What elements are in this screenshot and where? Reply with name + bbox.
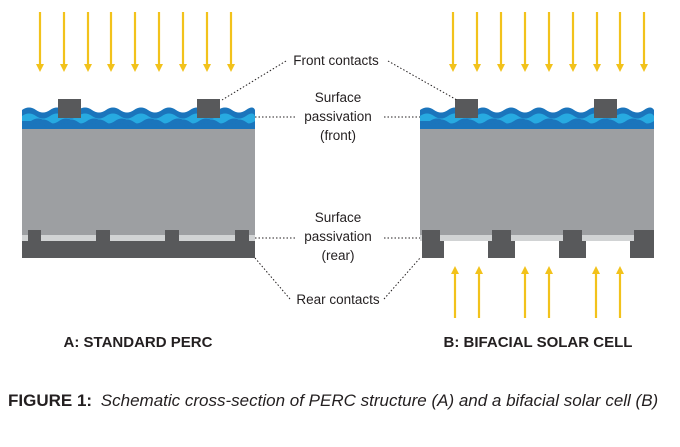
label-surface-passivation-rear-line2: passivation: [304, 229, 372, 244]
label-rear-contacts: Rear contacts: [296, 292, 380, 307]
label-surface-passivation-front-line3: (front): [320, 128, 356, 143]
leader-rear-contacts-b: [383, 257, 421, 300]
sun-arrows-rear-b: [451, 266, 624, 318]
leader-front-contacts-b: [387, 60, 458, 101]
front-contact-b2: [594, 99, 617, 118]
label-surface-passivation-front-line2: passivation: [304, 109, 372, 124]
leader-lines: [221, 60, 458, 300]
rear-passivation-a: [22, 235, 255, 241]
front-contact-a2: [197, 99, 220, 118]
front-contact-a1: [58, 99, 81, 118]
sun-arrows-front-a: [36, 12, 235, 72]
panel-a-title: A: STANDARD PERC: [64, 334, 213, 351]
front-passivation-wave-b: [420, 119, 654, 129]
panel-b-bifacial-cell: [420, 12, 654, 318]
panel-b-title: B: BIFACIAL SOLAR CELL: [444, 334, 633, 351]
label-front-contacts: Front contacts: [293, 53, 379, 68]
silicon-wafer-b: [420, 120, 654, 236]
front-passivation-wave-a: [22, 119, 255, 129]
figure-label: FIGURE 1:: [8, 391, 93, 410]
figure-caption: FIGURE 1: Schematic cross-section of PER…: [8, 389, 676, 413]
panel-a-standard-perc: [22, 12, 255, 258]
front-passivation-light-a: [22, 113, 255, 124]
silicon-wafer-a: [22, 120, 255, 236]
label-surface-passivation-front-line1: Surface: [315, 90, 362, 105]
front-contact-b1: [455, 99, 478, 118]
rear-contact-layer-a: [22, 241, 255, 258]
sun-arrows-front-b: [449, 12, 648, 72]
rear-passivation-b: [420, 235, 654, 241]
rear-contacts-b: [422, 230, 654, 258]
label-surface-passivation-rear-line3: (rear): [322, 248, 355, 263]
leader-rear-contacts-a: [254, 257, 291, 300]
figure-caption-text: Schematic cross-section of PERC structur…: [100, 391, 659, 410]
label-surface-passivation-rear-line1: Surface: [315, 210, 362, 225]
